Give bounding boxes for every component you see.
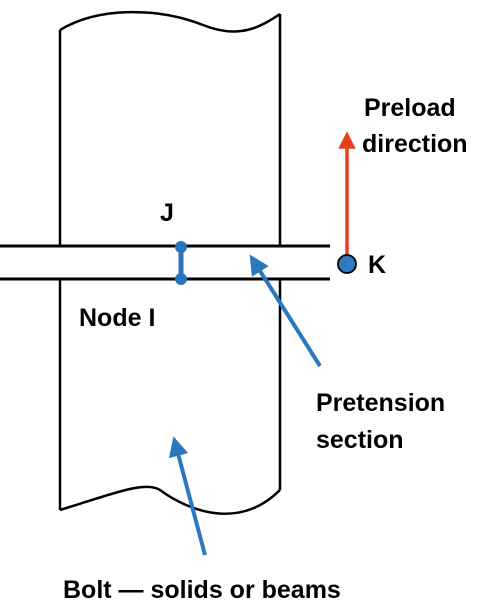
node-i-dot	[175, 273, 187, 285]
pretension-label-line2: section	[316, 426, 404, 454]
bolt-top-break	[59, 10, 281, 33]
pretension-pointer-arrow	[249, 254, 322, 368]
preload-label-line2: direction	[362, 130, 468, 158]
pretension-label-line1: Pretension	[316, 389, 445, 417]
bolt-label: Bolt — solids or beams	[63, 576, 341, 604]
node-k-dot	[337, 254, 357, 274]
node-i-label: Node I	[79, 304, 155, 332]
node-j-dot	[175, 241, 187, 253]
bolt-bottom-break	[59, 485, 281, 515]
node-j-label: J	[160, 199, 174, 227]
preload-label-line1: Preload	[364, 94, 456, 122]
bolt-cylinder	[58, 10, 282, 515]
bolt-pointer-arrow	[168, 436, 207, 556]
node-k-label: K	[368, 251, 386, 279]
pretension-section-band	[0, 244, 330, 281]
